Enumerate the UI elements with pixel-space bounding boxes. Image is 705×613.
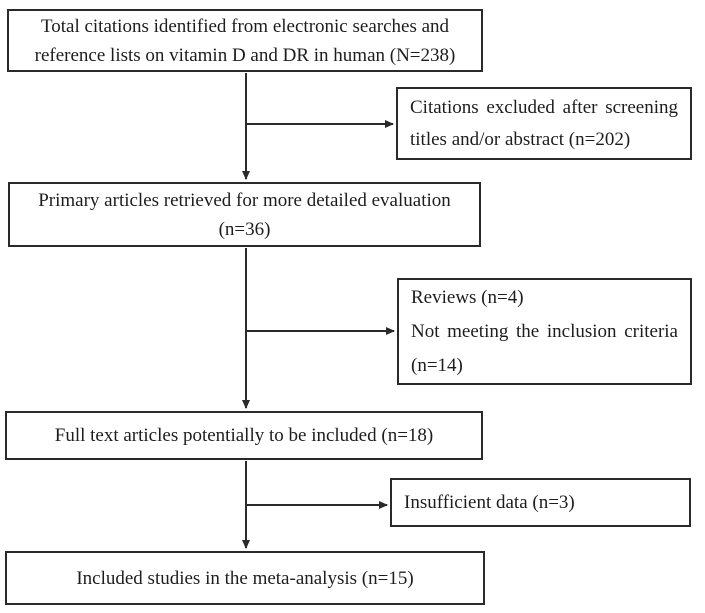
- flow-box-text-line: Not meeting the inclusion criteria: [411, 320, 678, 342]
- flow-box-text-line: Primary articles retrieved for more deta…: [38, 189, 451, 211]
- flow-box-text-line: Insufficient data (n=3): [404, 492, 575, 513]
- flow-box-text-line: (n=36): [218, 218, 271, 240]
- flow-box-full-text-articles: Full text articles potentially to be inc…: [5, 411, 483, 460]
- flow-box-text-line: Reviews (n=4): [411, 286, 524, 308]
- flow-box-text-line: (n=14): [411, 354, 463, 376]
- flow-box-primary-articles: Primary articles retrieved for more deta…: [8, 182, 481, 247]
- flow-box-text-line: titles and/or abstract (n=202): [410, 128, 631, 150]
- flow-box-text-line: reference lists on vitamin D and DR in h…: [34, 44, 456, 66]
- flow-box-insufficient-data: Insufficient data (n=3): [390, 478, 691, 527]
- flow-box-text-line: Total citations identified from electron…: [40, 15, 450, 37]
- flow-box-included-studies: Included studies in the meta-analysis (n…: [5, 551, 485, 605]
- flow-box-text-line: Full text articles potentially to be inc…: [54, 425, 434, 446]
- flow-box-text-line: Citations excluded after screening: [410, 96, 678, 118]
- flow-box-screening-excluded: Citations excluded after screening title…: [396, 87, 692, 160]
- flow-box-text-line: Included studies in the meta-analysis (n…: [76, 567, 414, 589]
- flow-box-total-citations: Total citations identified from electron…: [7, 9, 483, 72]
- flow-box-reviews-excluded: Reviews (n=4) Not meeting the inclusion …: [397, 278, 692, 385]
